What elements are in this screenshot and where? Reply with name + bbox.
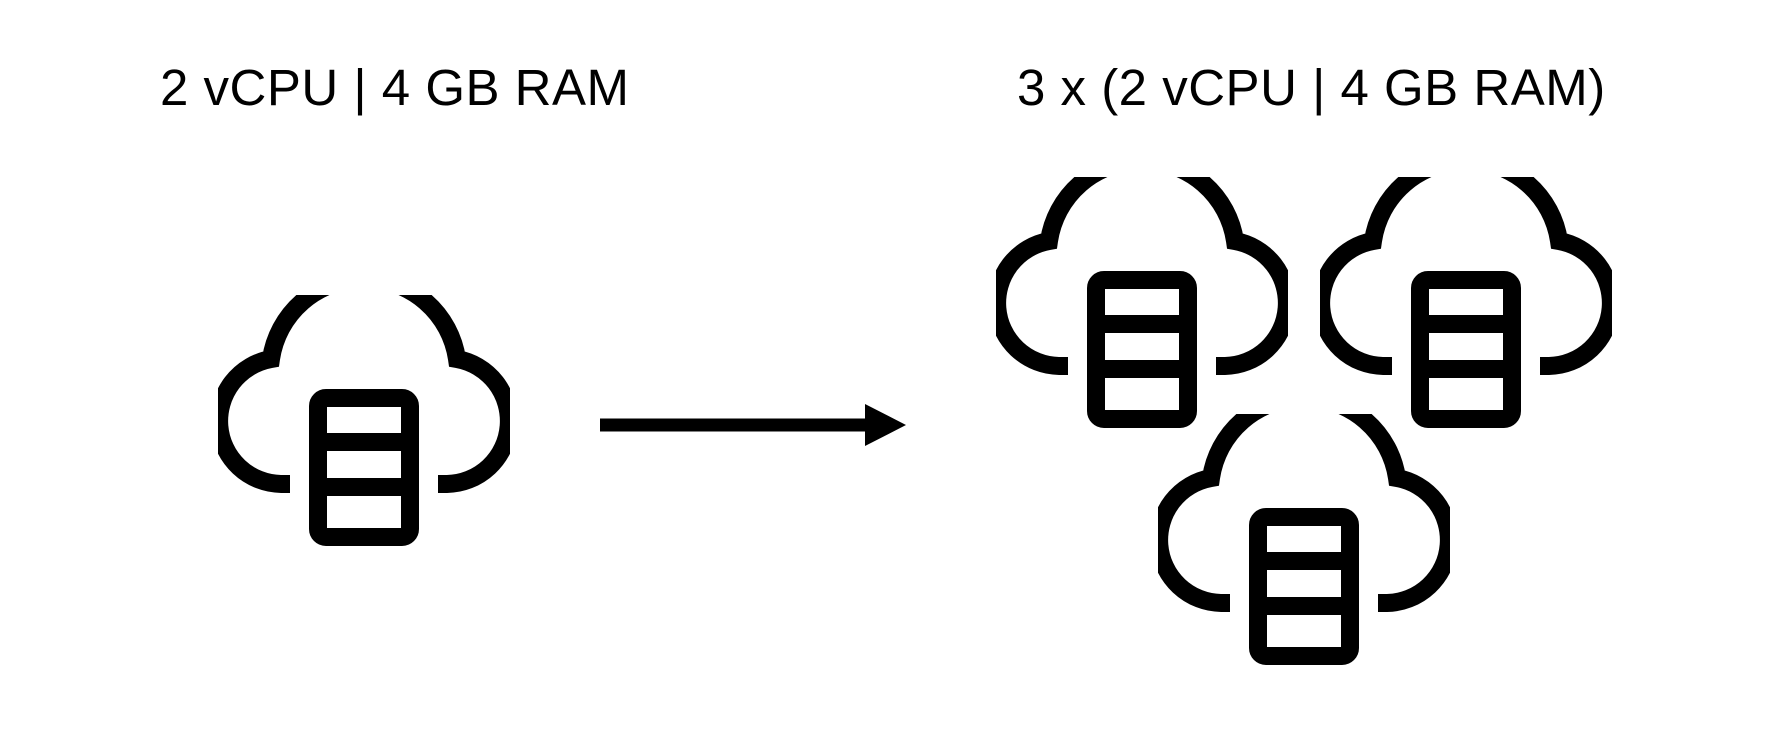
cloud-server-icon xyxy=(996,177,1288,429)
cloud-server-icon xyxy=(218,295,510,547)
scaled-servers-spec-label: 3 x (2 vCPU | 4 GB RAM) xyxy=(1017,59,1606,116)
cloud-server-icon xyxy=(1158,414,1450,666)
single-server-spec-label: 2 vCPU | 4 GB RAM xyxy=(160,59,630,116)
cloud-server-icon xyxy=(1320,177,1612,429)
arrow-right-icon xyxy=(600,404,906,446)
